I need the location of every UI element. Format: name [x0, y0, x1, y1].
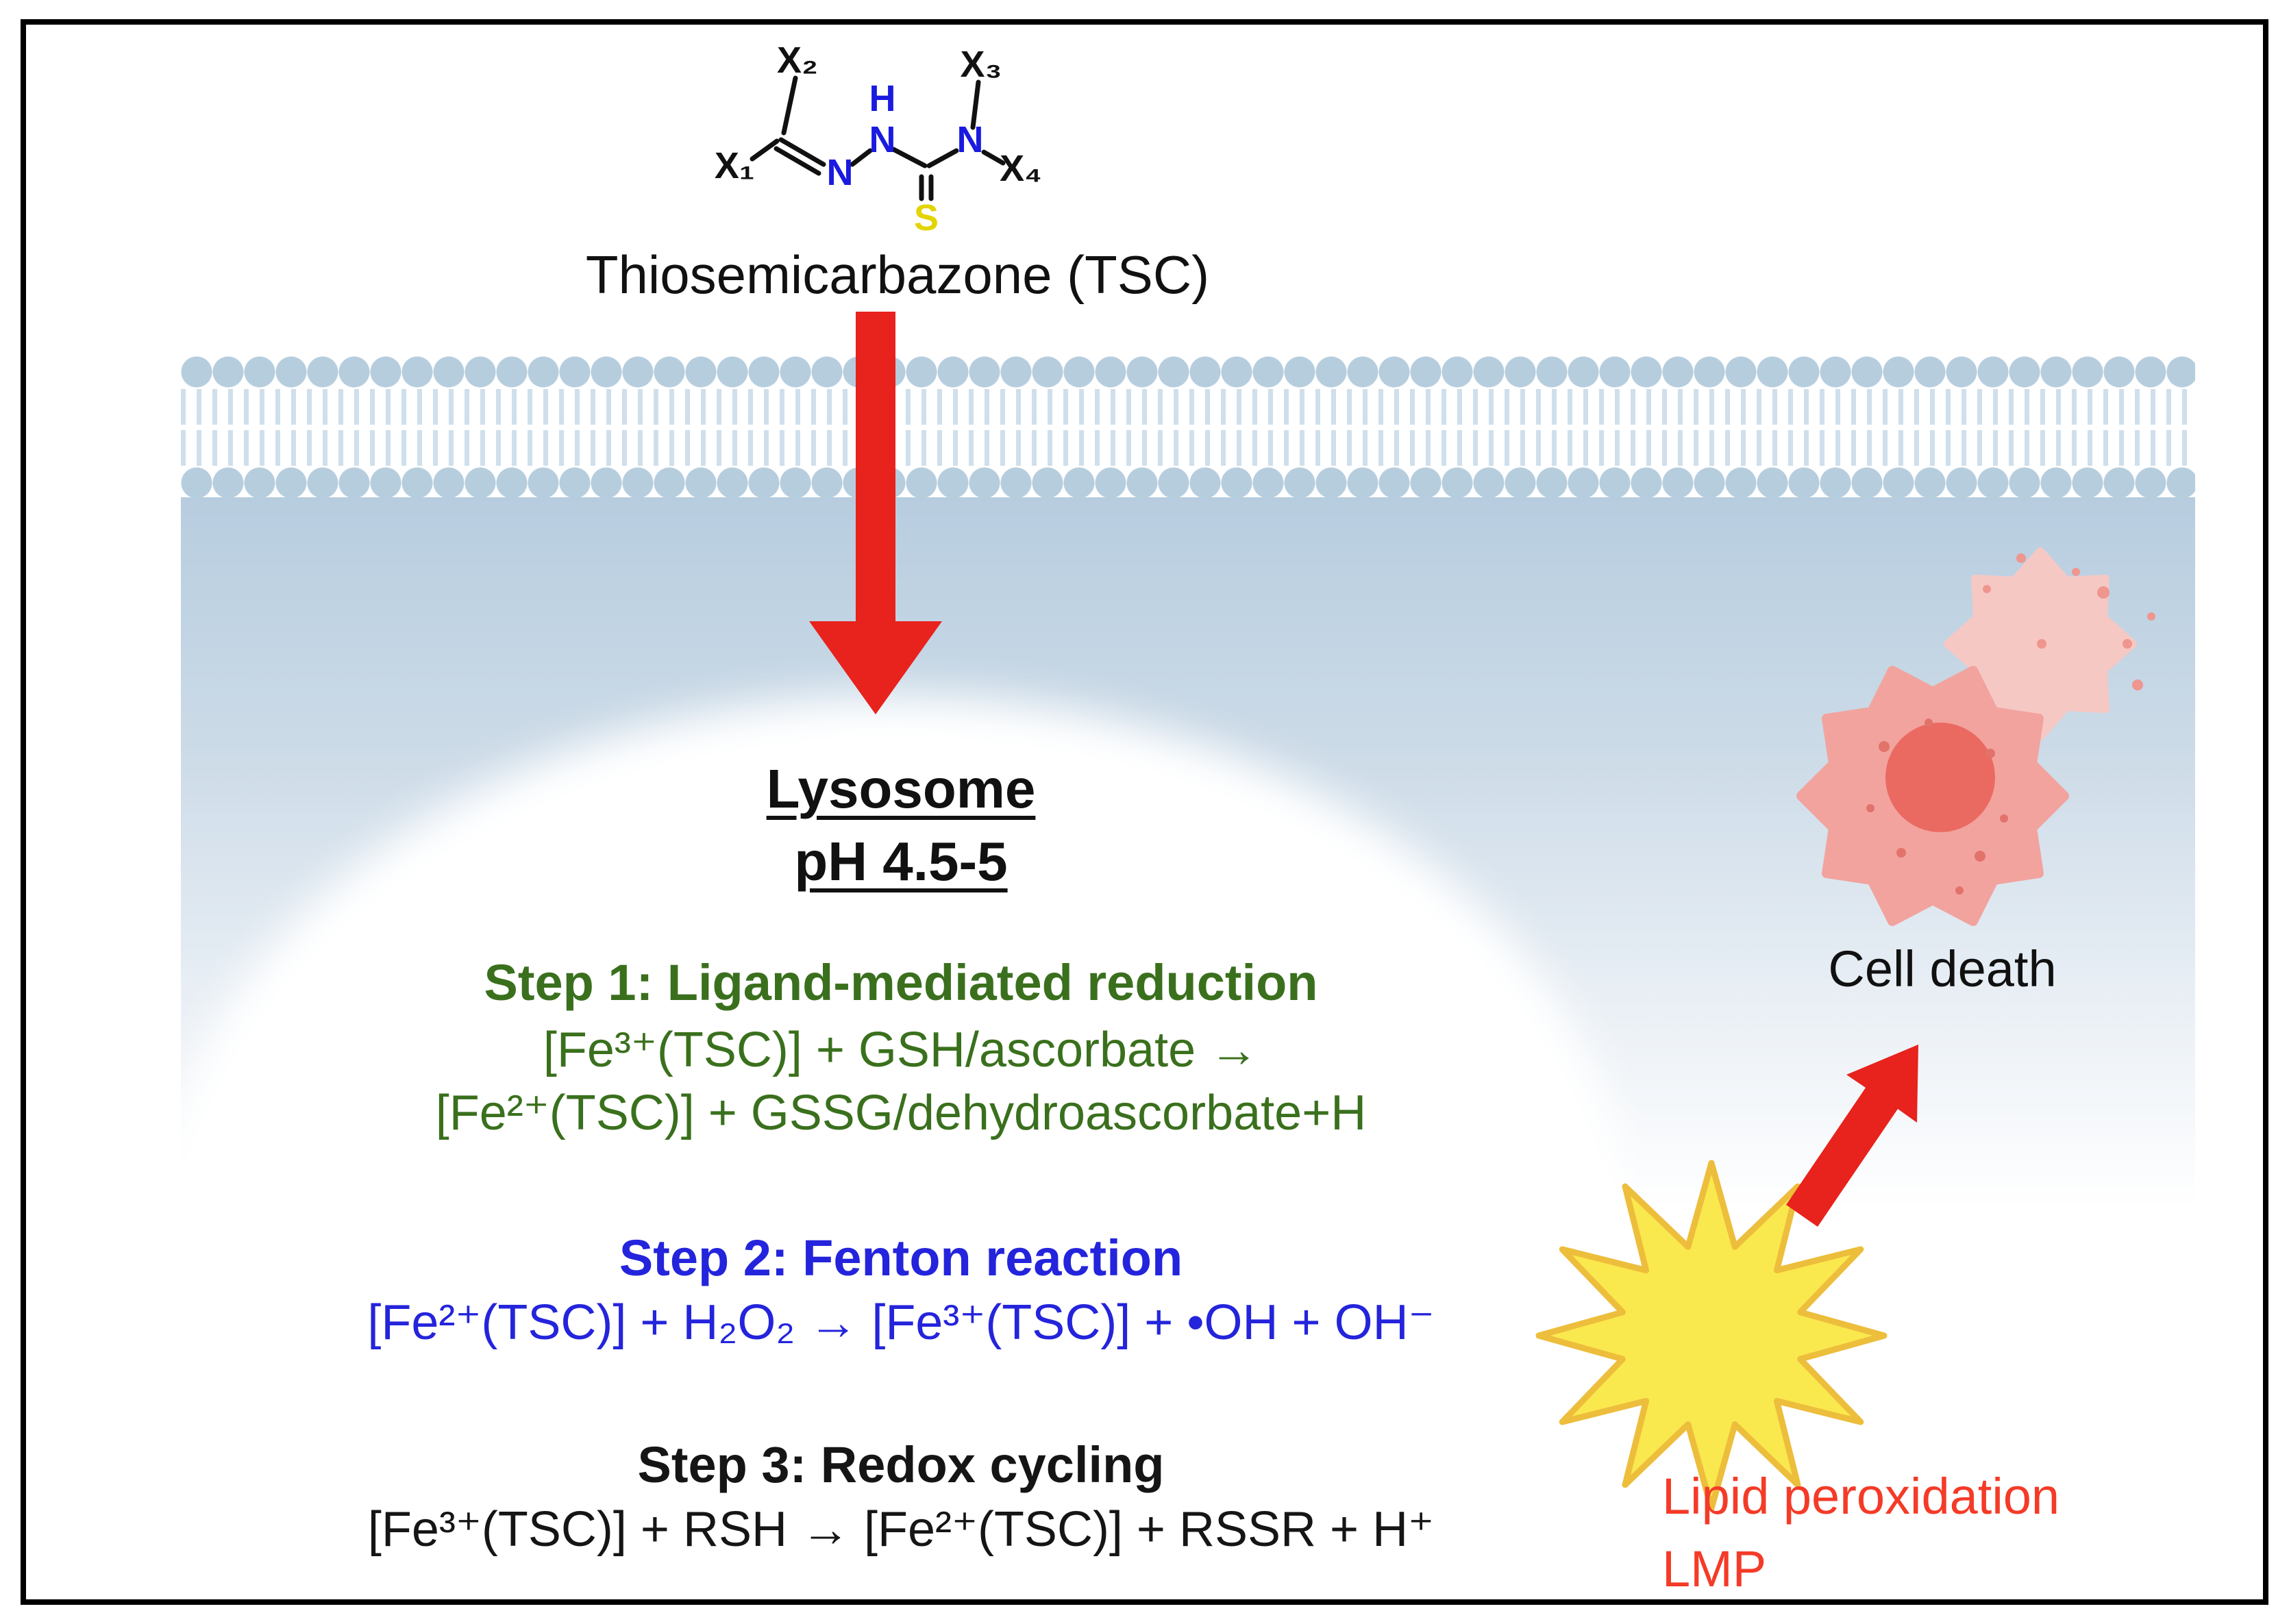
- amine-nitrogen-label: N: [957, 119, 984, 160]
- cell-death-arrow-icon: [1786, 1045, 1918, 1227]
- step3-equation: [Fe³⁺(TSC)] + RSH → [Fe²⁺(TSC)] + RSSR +…: [367, 1502, 1435, 1557]
- dying-cell-icon: [1796, 547, 2155, 926]
- step1-equation-line1: [Fe³⁺(TSC)] + GSH/ascorbate →: [543, 1023, 1259, 1077]
- lipid-bilayer-membrane: [181, 355, 2195, 500]
- cell-nucleus: [1885, 723, 1995, 832]
- tsc-structure-diagram: X₁ X₂ X₃ X₄ N N H N S: [715, 40, 1042, 238]
- membrane-outer-tails: [181, 389, 2195, 425]
- lipid-peroxidation-label: Lipid peroxidation: [1662, 1468, 2060, 1525]
- tsc-entry-arrow-icon: [809, 312, 942, 714]
- lysosome-steps-panel: Lysosome pH 4.5-5 Step 1: Ligand-mediate…: [96, 753, 1706, 1582]
- cell-death-label: Cell death: [1828, 940, 2057, 997]
- step2-equation: [Fe²⁺(TSC)] + H₂O₂ → [Fe³⁺(TSC)] + •OH +…: [367, 1295, 1435, 1350]
- lysosome-body: [161, 695, 1627, 1624]
- substituent-x3-label: X₃: [961, 44, 1002, 85]
- substituent-x1-label: X₁: [715, 145, 754, 186]
- hydrazine-nitrogen-label: N: [869, 119, 896, 160]
- starburst-icon: [1535, 1160, 1888, 1512]
- cell-body: [1796, 666, 2069, 926]
- membrane-outer-heads: [181, 355, 2195, 389]
- membrane-inner-tails: [181, 430, 2195, 466]
- substituent-x2-label: X₂: [777, 40, 818, 81]
- step2-heading: Step 2: Fenton reaction: [619, 1229, 1183, 1286]
- cell-debris: [1944, 547, 2155, 740]
- lmp-label: LMP: [1662, 1540, 1767, 1597]
- step1-equation-line2: [Fe²⁺(TSC)] + GSSG/dehydroascorbate+H: [435, 1086, 1367, 1140]
- bond-lines: [750, 75, 1006, 201]
- step3-heading: Step 3: Redox cycling: [637, 1436, 1165, 1493]
- lysosome-title: Lysosome: [766, 758, 1036, 819]
- sulfur-label: S: [914, 197, 939, 238]
- lysosome-ph: pH 4.5-5: [794, 831, 1008, 892]
- imine-nitrogen-label: N: [827, 152, 854, 193]
- substituent-x4-label: X₄: [1000, 148, 1042, 189]
- hydrogen-label: H: [869, 78, 896, 119]
- compound-label: Thiosemicarbazone (TSC): [585, 245, 1210, 305]
- step1-heading: Step 1: Ligand-mediated reduction: [484, 954, 1318, 1011]
- membrane-inner-heads: [181, 466, 2195, 500]
- membrane-midline: [181, 425, 2195, 430]
